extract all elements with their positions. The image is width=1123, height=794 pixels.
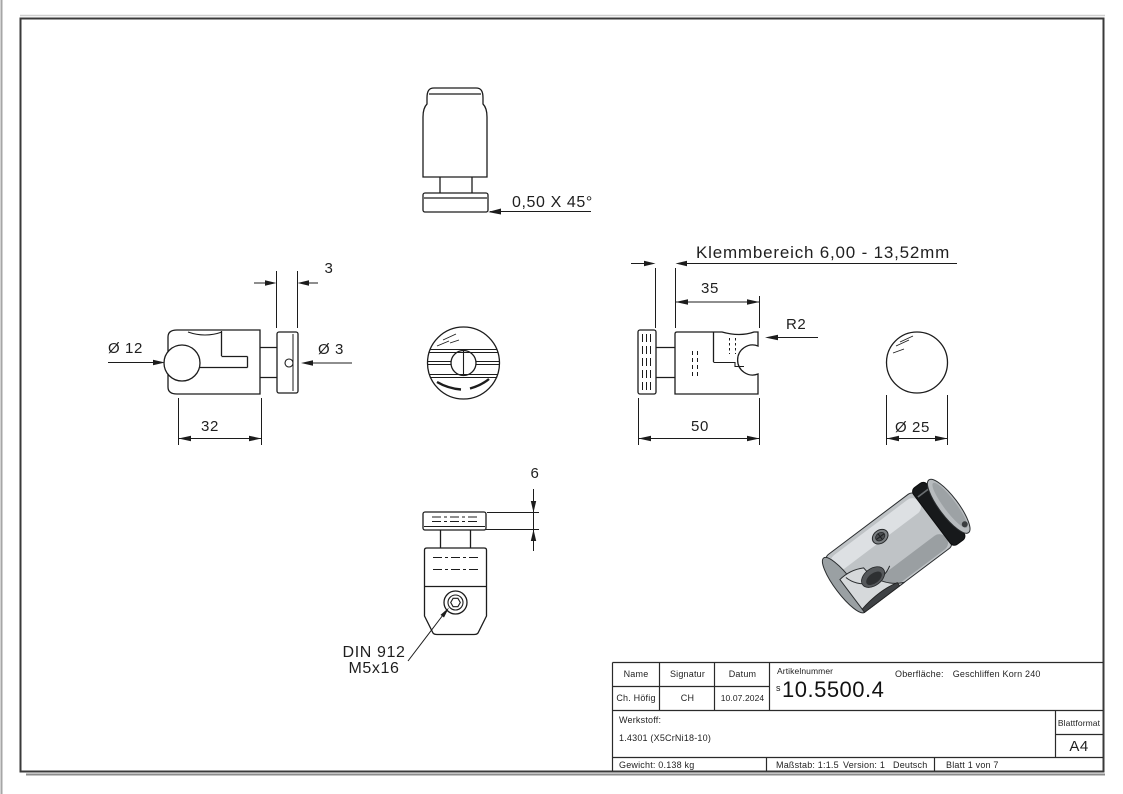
clamp-range-label: Klemmbereich 6,00 - 13,52mm <box>696 243 951 262</box>
tb-header-signature: Signatur <box>669 669 706 679</box>
tb-material-value: 1.4301 (X5CrNi18-10) <box>619 733 712 743</box>
tb-material-label: Werkstoff: <box>619 715 662 725</box>
side-view-right <box>631 260 957 445</box>
chamfer-label: 0,50 X 45° <box>512 194 593 211</box>
dim-flange-thickness-3: 3 <box>324 260 334 277</box>
tb-version: Version: 1 <box>843 760 886 770</box>
tb-surface: Oberfläche: Geschliffen Korn 240 <box>895 669 1041 679</box>
front-view <box>426 326 501 400</box>
tb-article-number: s10.5500.4 <box>776 677 884 703</box>
tb-header-date: Datum <box>728 669 757 679</box>
screw-spec-label: DIN 912 M5x16 <box>336 645 412 677</box>
dim-diameter-25: Ø 25 <box>895 419 930 436</box>
dim-thickness-6: 6 <box>530 465 540 482</box>
dim-length-35: 35 <box>701 280 719 297</box>
radius-label-r2: R2 <box>786 316 807 333</box>
end-view <box>885 331 949 445</box>
tb-sheet-format-value: A4 <box>1069 738 1089 755</box>
dim-diameter-3: Ø 3 <box>318 341 344 358</box>
tb-value-name: Ch. Höfig <box>616 693 656 703</box>
tb-header-name: Name <box>623 669 649 679</box>
screw-spec-line2: M5x16 <box>348 660 400 677</box>
tb-article-label: Artikelnummer <box>777 666 834 676</box>
screw-spec-line1: DIN 912 <box>342 644 406 661</box>
top-view <box>422 87 591 215</box>
tb-sheet-format-label: Blattformat <box>1057 718 1101 728</box>
dim-diameter-12: Ø 12 <box>108 340 143 357</box>
tb-scale: Maßstab: 1:1.5 <box>776 760 839 770</box>
tb-surface-value: Geschliffen Korn 240 <box>952 669 1041 679</box>
tb-value-signature: CH <box>680 693 695 703</box>
tb-article-prefix: s <box>776 683 781 693</box>
title-block-grid <box>611 661 1103 771</box>
tb-language: Deutsch <box>893 760 928 770</box>
tb-value-date: 10.07.2024 <box>720 693 765 703</box>
isometric-render <box>821 478 971 614</box>
tb-article-number-value: 10.5500.4 <box>782 677 885 702</box>
dim-length-32: 32 <box>201 418 219 435</box>
side-view-left <box>108 271 352 445</box>
tb-surface-label: Oberfläche: <box>895 669 944 679</box>
tb-weight: Gewicht: 0.138 kg <box>619 760 695 770</box>
dim-length-50: 50 <box>691 418 709 435</box>
bottom-view <box>407 489 539 662</box>
tb-sheet-number: Blatt 1 von 7 <box>946 760 999 770</box>
